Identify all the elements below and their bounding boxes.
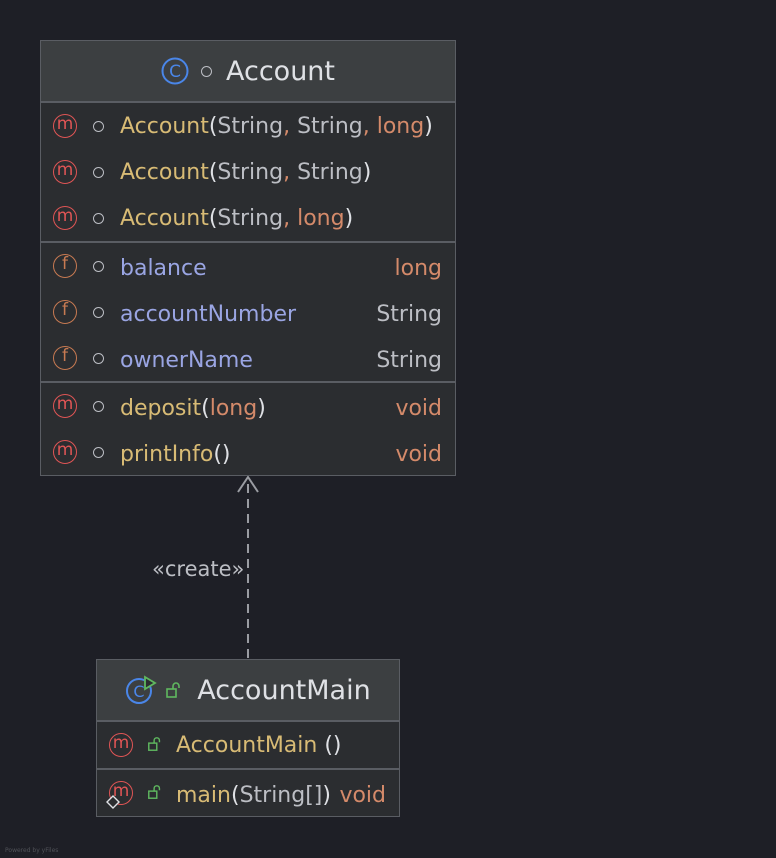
return-type: void	[339, 783, 386, 808]
field-account-number[interactable]: f accountNumber String	[41, 291, 455, 337]
param-type: String	[297, 160, 363, 185]
package-private-icon	[93, 307, 104, 318]
public-lock-icon	[148, 785, 161, 799]
field-icon: f	[53, 346, 77, 370]
account-constructor-1[interactable]: m Account(String, String, long)	[41, 103, 455, 149]
param-type: String	[217, 114, 284, 139]
method-name: main	[176, 783, 231, 808]
account-fields-section: f balance long f accountNumber String f …	[41, 241, 455, 381]
watermark: Powered by yFiles	[5, 847, 59, 854]
method-signature: printInfo()	[120, 442, 231, 467]
param-type: String[]	[239, 783, 323, 808]
constructor-signature: Account(String, long)	[120, 206, 354, 231]
account-main-class[interactable]: C AccountMain m AccountMain () m	[96, 659, 400, 817]
public-lock-icon	[166, 682, 181, 698]
account-main-constructor[interactable]: m AccountMain ()	[97, 722, 399, 768]
package-private-icon	[93, 401, 104, 412]
param-type: String	[297, 114, 363, 139]
field-balance[interactable]: f balance long	[41, 245, 455, 291]
method-icon: m	[53, 394, 77, 418]
field-icon: f	[53, 254, 77, 278]
method-icon: m	[53, 114, 77, 138]
account-class[interactable]: C Account m Account(String, String, long…	[40, 40, 456, 476]
param-type: long	[376, 114, 425, 139]
static-icon	[106, 795, 120, 809]
field-name: balance	[120, 256, 207, 281]
runnable-class-icon: C	[126, 675, 157, 704]
account-main-constructor-section: m AccountMain ()	[97, 722, 399, 768]
package-private-icon	[93, 121, 104, 132]
package-private-icon	[93, 261, 104, 272]
method-main[interactable]: m main(String[]) void	[97, 772, 399, 818]
field-name: ownerName	[120, 348, 253, 373]
return-type: void	[395, 442, 442, 467]
account-constructor-3[interactable]: m Account(String, long)	[41, 195, 455, 241]
return-type: void	[395, 396, 442, 421]
method-print-info[interactable]: m printInfo() void	[41, 431, 455, 477]
package-private-icon	[93, 353, 104, 364]
method-icon: m	[53, 440, 77, 464]
account-methods-section: m deposit(long) void m printInfo() void	[41, 381, 455, 477]
method-name: printInfo	[120, 442, 214, 467]
constructor-name: Account	[120, 160, 209, 185]
method-deposit[interactable]: m deposit(long) void	[41, 385, 455, 431]
method-signature: deposit(long)	[120, 396, 266, 421]
constructor-signature: Account(String, String, long)	[120, 114, 433, 139]
account-class-title: Account	[225, 55, 335, 87]
param-type: long	[297, 206, 345, 231]
account-main-class-title: AccountMain	[197, 674, 371, 706]
svg-text:C: C	[134, 682, 145, 701]
constructor-signature: Account(String, String)	[120, 160, 372, 185]
field-type: long	[394, 256, 442, 281]
account-constructor-2[interactable]: m Account(String, String)	[41, 149, 455, 195]
method-icon: m	[53, 206, 77, 230]
svg-text:C: C	[169, 62, 181, 82]
method-name: deposit	[120, 396, 202, 421]
field-type: String	[376, 302, 442, 327]
constructor-signature: AccountMain ()	[176, 733, 342, 758]
package-private-icon	[200, 65, 212, 77]
method-icon: m	[53, 160, 77, 184]
field-icon: f	[53, 300, 77, 324]
package-private-icon	[93, 213, 104, 224]
package-private-icon	[93, 447, 104, 458]
account-main-methods-section: m main(String[]) void	[97, 768, 399, 818]
field-type: String	[376, 348, 442, 373]
param-type: String	[217, 160, 284, 185]
package-private-icon	[93, 167, 104, 178]
account-main-class-header: C AccountMain	[97, 660, 399, 722]
account-class-header: C Account	[41, 41, 455, 103]
field-name: accountNumber	[120, 302, 297, 327]
class-icon: C	[161, 57, 189, 85]
public-lock-icon	[148, 737, 161, 751]
account-constructors-section: m Account(String, String, long) m Accoun…	[41, 103, 455, 241]
create-stereotype-label: «create»	[152, 557, 245, 581]
param-type: long	[209, 396, 258, 421]
method-icon: m	[109, 733, 133, 757]
constructor-name: AccountMain	[176, 733, 318, 758]
constructor-name: Account	[120, 114, 209, 139]
method-signature: main(String[])	[176, 783, 331, 808]
param-type: String	[217, 206, 284, 231]
constructor-name: Account	[120, 206, 209, 231]
method-icon: m	[109, 781, 133, 805]
field-owner-name[interactable]: f ownerName String	[41, 337, 455, 383]
